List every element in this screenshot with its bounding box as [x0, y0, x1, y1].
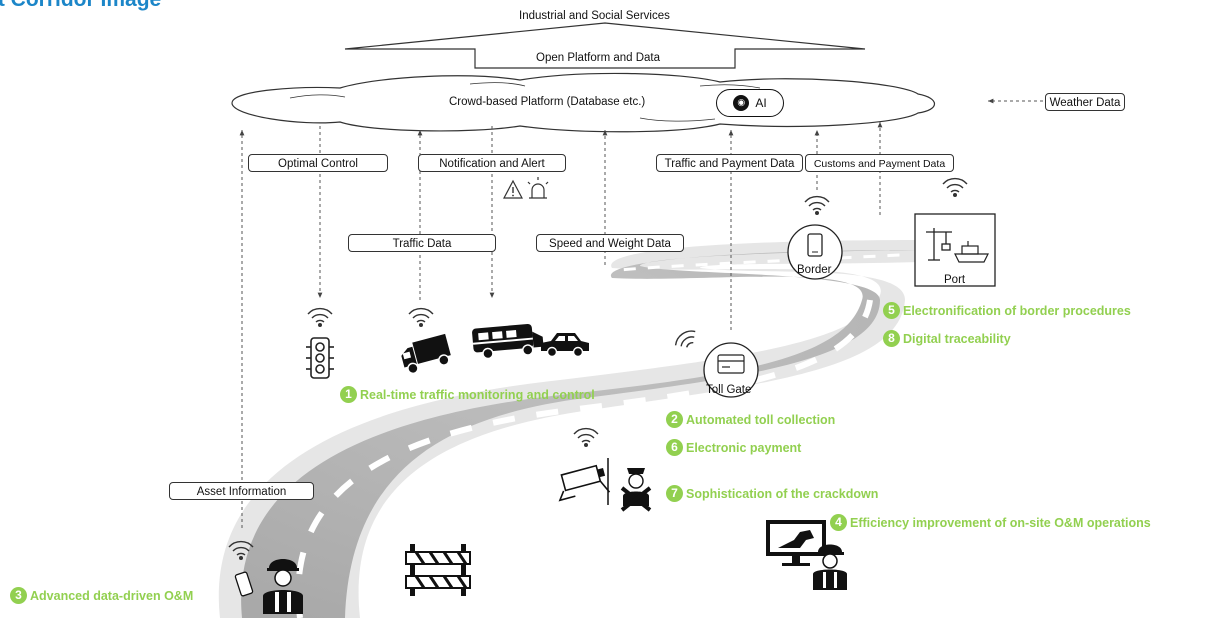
- truck-icon: [401, 333, 451, 375]
- feature-number: 6: [666, 439, 683, 456]
- border-label: Border: [797, 264, 832, 276]
- open-platform-label: Open Platform and Data: [536, 52, 661, 64]
- traffic-light-icon: [306, 337, 334, 379]
- ship-icon: [954, 241, 989, 263]
- feature-4: 4 Efficiency improvement of on-site O&M …: [830, 514, 1151, 531]
- traffic-payment-data-box: Traffic and Payment Data: [656, 154, 803, 172]
- police-officer-icon: [620, 468, 652, 512]
- phone-icon: [234, 571, 254, 597]
- port-label: Port: [944, 274, 966, 286]
- warning-icon: [503, 179, 523, 199]
- feature-number: 4: [830, 514, 847, 531]
- border-station: [787, 224, 843, 280]
- industrial-services-arrow: [344, 22, 866, 69]
- port-station: [914, 213, 996, 287]
- feature-label: Digital traceability: [903, 331, 1011, 346]
- wifi-icon: [804, 195, 830, 215]
- feature-number: 8: [883, 330, 900, 347]
- crowd-platform-cloud: [231, 72, 936, 133]
- feature-7: 7 Sophistication of the crackdown: [666, 485, 878, 502]
- feature-number: 5: [883, 302, 900, 319]
- feature-number: 1: [340, 386, 357, 403]
- page-title: art Corridor Image: [0, 0, 161, 12]
- road: [218, 240, 921, 618]
- feature-6: 6 Electronic payment: [666, 439, 801, 456]
- feature-label: Electronic payment: [686, 440, 802, 455]
- wifi-icon: [228, 540, 254, 560]
- feature-label: Automated toll collection: [686, 412, 836, 427]
- feature-label: Efficiency improvement of on-site O&M op…: [850, 515, 1151, 530]
- crowd-platform-label: Crowd-based Platform (Database etc.): [449, 96, 646, 108]
- speed-weight-data-box: Speed and Weight Data: [536, 234, 684, 252]
- feature-label: Sophistication of the crackdown: [686, 486, 879, 501]
- industrial-services-label: Industrial and Social Services: [519, 10, 670, 22]
- feature-label: Electronification of border procedures: [903, 303, 1131, 318]
- ai-badge: ◉ AI: [716, 89, 784, 117]
- feature-5: 5 Electronification of border procedures: [883, 302, 1131, 319]
- crane-icon: [926, 228, 952, 261]
- feature-number: 7: [666, 485, 683, 502]
- camera-icon: [558, 464, 611, 502]
- customs-payment-data-box: Customs and Payment Data: [805, 154, 954, 172]
- wifi-icon: [942, 177, 968, 197]
- worker-icon: [263, 559, 303, 614]
- optimal-control-box: Optimal Control: [248, 154, 388, 172]
- toll-gate-station: [703, 342, 759, 398]
- wifi-icon: [408, 307, 434, 327]
- feature-3: 3 Advanced data-driven O&M: [10, 587, 193, 604]
- phone-icon: [807, 233, 823, 257]
- traffic-data-box: Traffic Data: [348, 234, 496, 252]
- asset-information-box: Asset Information: [169, 482, 314, 500]
- feature-2: 2 Automated toll collection: [666, 411, 835, 428]
- feature-8: 8 Digital traceability: [883, 330, 1011, 347]
- feature-label: Real-time traffic monitoring and control: [360, 387, 595, 402]
- camper-van-icon: [472, 323, 544, 360]
- ai-brain-icon: ◉: [733, 95, 750, 111]
- ai-label: AI: [755, 96, 767, 110]
- weather-data-box: Weather Data: [1045, 93, 1125, 111]
- toll-gate-label: Toll Gate: [706, 384, 752, 396]
- worker-icon: [813, 544, 847, 590]
- feature-number: 2: [666, 411, 683, 428]
- wifi-icon: [307, 307, 333, 327]
- feature-1: 1 Real-time traffic monitoring and contr…: [340, 386, 595, 403]
- wifi-icon: [573, 427, 599, 447]
- car-icon: [541, 333, 589, 358]
- wifi-icon: [674, 330, 696, 348]
- notification-alert-box: Notification and Alert: [418, 154, 566, 172]
- feature-label: Advanced data-driven O&M: [30, 588, 194, 603]
- monitor-excavator-icon: [766, 520, 826, 566]
- feature-number: 3: [10, 587, 27, 604]
- card-reader-icon: [717, 354, 745, 374]
- siren-icon: [527, 177, 549, 199]
- barricade-icon: [405, 544, 471, 596]
